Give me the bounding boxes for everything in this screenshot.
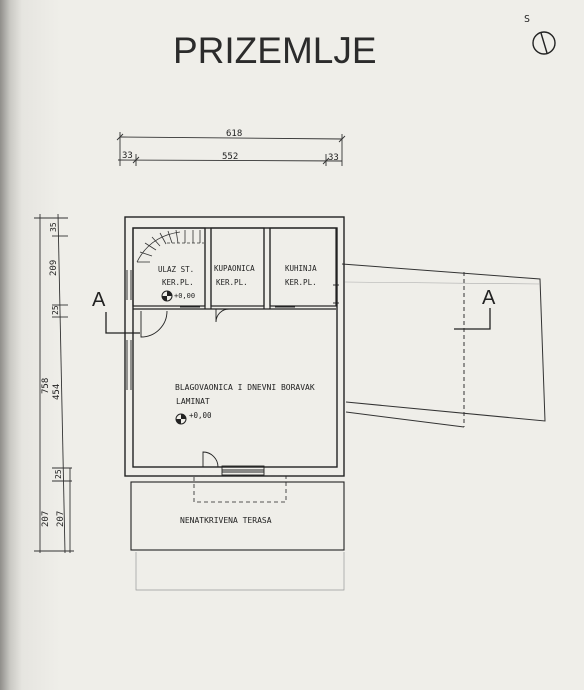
room-level-living: +0,00: [189, 411, 212, 420]
doors: [140, 308, 265, 476]
dim-seg-4: 454: [52, 384, 62, 400]
windows: [126, 270, 339, 390]
terrace-outline: [130, 475, 345, 591]
left-dimensions: [34, 213, 74, 554]
page-title: PRIZEMLJE: [173, 30, 377, 71]
section-label-right: A: [482, 287, 496, 309]
dim-overall-width: 618: [226, 129, 242, 139]
dim-left-wall: 33: [122, 151, 133, 161]
room-name-bath: KUPAONICA: [214, 264, 255, 273]
room-floor-bath: KER.PL.: [216, 278, 248, 287]
room-name-kitchen: KUHINJA: [285, 264, 317, 273]
dim-seg-2: 209: [49, 260, 59, 276]
north-label: S: [524, 14, 531, 25]
staircase: [136, 229, 204, 263]
exterior-walls: [124, 216, 345, 477]
room-floor-kitchen: KER.PL.: [285, 278, 317, 287]
level-marker-icon: [175, 413, 187, 425]
dim-overall-depth: 758: [41, 378, 51, 394]
section-label-left: A: [92, 289, 106, 311]
room-floor-stair: KER.PL.: [162, 278, 194, 287]
level-marker-icon: [161, 290, 173, 302]
dim-inner-width: 552: [222, 152, 238, 162]
room-floor-living: LAMINAT: [176, 397, 210, 406]
section-markers: [105, 308, 491, 334]
dim-seg-3: 25: [51, 305, 60, 315]
room-name-stair: ULAZ ST.: [158, 265, 194, 274]
room-level-stair: +0,00: [174, 292, 195, 300]
dim-seg-5: 25: [54, 469, 63, 479]
dim-seg-1: 35: [49, 222, 58, 232]
top-dimensions: [116, 132, 346, 166]
room-name-terrace: NENATKRIVENA TERASA: [180, 516, 272, 525]
north-arrow-icon: [532, 31, 556, 55]
room-name-living: BLAGOVAONICA I DNEVNI BORAVAK: [175, 383, 315, 392]
interior-walls: [132, 227, 337, 310]
side-extension: [341, 263, 546, 428]
dim-right-wall: 33: [328, 153, 339, 163]
dim-outer-terrace: 207: [41, 511, 51, 527]
dim-seg-6: 207: [56, 511, 66, 527]
